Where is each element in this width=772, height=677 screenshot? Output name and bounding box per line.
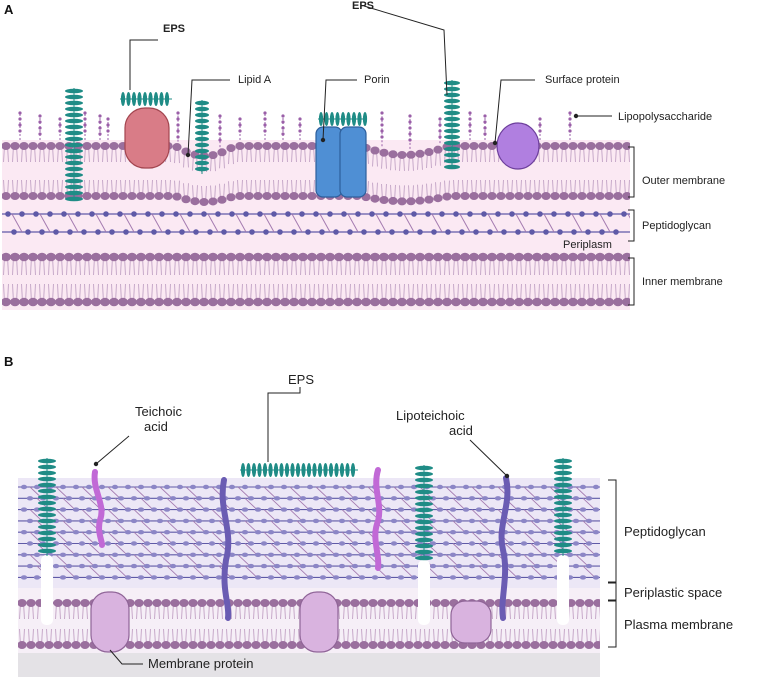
teichoic-label-line2: acid <box>144 419 168 434</box>
panel-a-gram-negative: A <box>2 0 725 310</box>
panel-a-callout-dots <box>185 113 579 158</box>
panel-a-callouts <box>129 5 612 156</box>
teichoic-acids <box>91 467 511 621</box>
lipopolysaccharide-chains <box>18 111 572 149</box>
lipoteichoic-label-line2: acid <box>449 423 473 438</box>
panel-b-callout-dots <box>93 461 510 479</box>
lipid-a-label: Lipid A <box>238 74 272 86</box>
panel-b-gram-positive: B <box>4 354 733 677</box>
membrane-protein-1 <box>90 591 130 653</box>
membrane-protein-3 <box>450 600 492 644</box>
inner-membrane-bilayer <box>2 252 630 307</box>
panel-b-callouts <box>95 387 508 665</box>
panel-a-brackets <box>628 146 635 306</box>
outer-membrane-label: Outer membrane <box>642 175 725 187</box>
membrane-protein-2 <box>299 591 339 653</box>
lipopolysaccharide-label: Lipopolysaccharide <box>618 111 712 123</box>
panel-a-letter: A <box>4 2 14 17</box>
membrane-protein-label: Membrane protein <box>148 656 254 671</box>
periplasm-label: Periplasm <box>563 239 612 251</box>
panel-b-letter: B <box>4 354 13 369</box>
porin-label: Porin <box>364 74 390 86</box>
eps-label-left: EPS <box>163 23 185 35</box>
peptidoglycan-label-b: Peptidoglycan <box>624 524 706 539</box>
plasma-membrane-label: Plasma membrane <box>624 617 733 632</box>
teichoic-label-line1: Teichoic <box>135 404 182 419</box>
eps-label-right: EPS <box>352 0 374 12</box>
panel-b-brackets <box>608 479 617 648</box>
peptidoglycan-label-a: Peptidoglycan <box>642 220 711 232</box>
eps-strands-a <box>65 80 460 202</box>
cytoplasm-b <box>18 653 600 677</box>
eps-strands-b <box>38 458 572 561</box>
eps-anchor-channels <box>41 555 569 625</box>
lipoteichoic-label-line1: Lipoteichoic <box>396 408 465 423</box>
red-membrane-protein <box>124 107 170 169</box>
inner-membrane-label: Inner membrane <box>642 276 723 288</box>
peptidoglycan-layer-a <box>2 211 630 235</box>
periplastic-space-label: Periplastic space <box>624 585 722 600</box>
porin-protein <box>315 126 367 198</box>
surface-protein <box>496 122 540 170</box>
eps-label-b: EPS <box>288 372 314 387</box>
surface-protein-label: Surface protein <box>545 74 620 86</box>
